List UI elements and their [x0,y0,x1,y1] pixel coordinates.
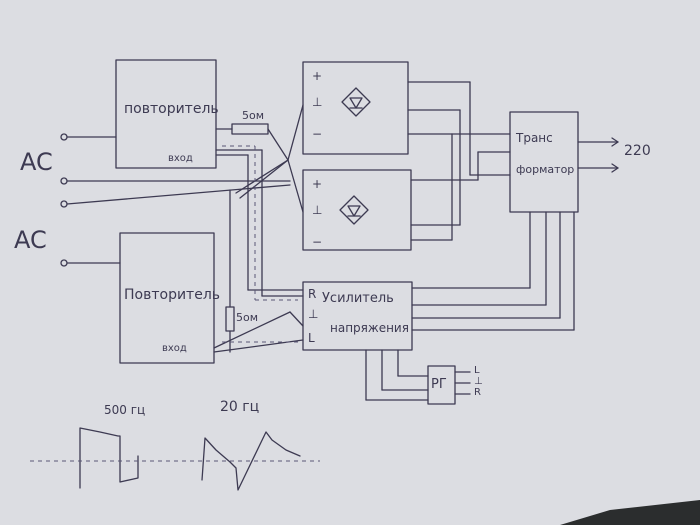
transformer-label-1: Транс [516,131,553,145]
amplifier-pin-l: L [308,331,315,345]
rectifier-top-ground: ⊥ [312,95,323,109]
generator-out-ground: ⊥ [474,376,483,387]
repeater-top-title: повторитель [124,101,219,117]
generator-block [427,365,456,405]
transformer-output-label: 220 [624,143,651,159]
waveform-500hz [79,427,139,489]
rectifier-top-minus: − [312,127,323,141]
generator-out-r: R [474,387,481,398]
amplifier-pin-r: R [308,287,317,301]
waveform-20hz [201,431,301,491]
ac-label-top: AC [20,148,53,176]
amplifier-label-2: напряжения [330,321,409,335]
amplifier-label-1: Усилитель [322,291,394,306]
repeater-top-block [115,59,217,169]
waveform-500hz-label: 500 гц [104,403,146,417]
generator-label: РГ [431,377,447,392]
resistor-bottom-label: 5ом [236,311,259,324]
generator-out-l: L [474,365,480,376]
rectifier-top-plus: + [312,69,323,83]
repeater-bottom-input: вход [162,343,187,354]
repeater-bottom-title: Повторитель [124,287,221,303]
rectifier-bottom-minus: − [312,235,323,249]
diode-bridge-top-icon [341,87,371,117]
repeater-bottom-block [119,232,215,364]
amplifier-block [302,281,413,351]
repeater-top-input: вход [168,153,193,164]
rectifier-top-block [302,61,409,155]
diode-bridge-bottom-icon [339,195,369,225]
transformer-block [509,111,579,213]
ac-label-bottom: AC [14,226,47,254]
rectifier-bottom-plus: + [312,177,323,191]
transformer-label-2: форматор [516,163,575,176]
waveform-20hz-label: 20 гц [220,399,260,415]
resistor-top-label: 5ом [242,109,265,122]
amplifier-pin-ground: ⊥ [308,307,319,321]
rectifier-bottom-ground: ⊥ [312,203,323,217]
